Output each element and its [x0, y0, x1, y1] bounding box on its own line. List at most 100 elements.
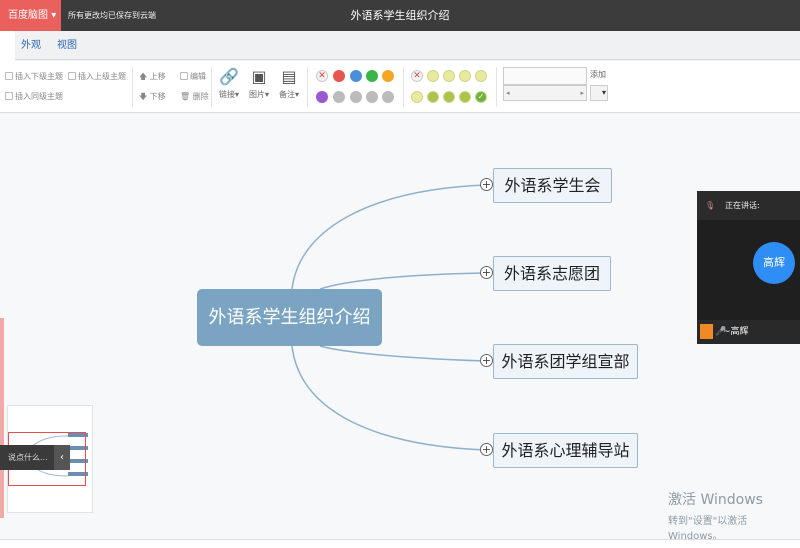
- link-line: [291, 184, 487, 290]
- minimap-node: [68, 446, 88, 450]
- topic-node[interactable]: 外语系团学组宣部: [493, 344, 638, 379]
- watermark-subtitle: 转到"设置"以激活 Windows。: [668, 516, 748, 542]
- arrow-up-icon: 🡅: [139, 72, 148, 81]
- link-line: [319, 272, 487, 290]
- progress-done-icon[interactable]: ✓: [475, 91, 487, 103]
- priority-4-icon[interactable]: [382, 70, 394, 82]
- trash-icon: 🗑: [180, 92, 191, 101]
- progress-clear-icon[interactable]: ✕: [411, 70, 423, 82]
- participant-name: ~高辉: [723, 327, 749, 337]
- progress-3-icon[interactable]: [475, 70, 487, 82]
- priority-5-icon[interactable]: [316, 91, 328, 103]
- participant-bar: 🎤 ~高辉: [697, 320, 800, 344]
- status-bar: [0, 539, 800, 548]
- divider: [403, 67, 404, 107]
- toolbar: 插入下级主题 插入上级主题 插入同级主题 🡅 上移 🡇 下移 编辑 🗑 删除 🔗…: [0, 61, 800, 113]
- progress-4-icon[interactable]: [411, 91, 423, 103]
- save-status: 所有更改均已保存到云端: [68, 11, 156, 20]
- priority-8-icon[interactable]: [366, 91, 378, 103]
- priority-3-icon[interactable]: [366, 70, 378, 82]
- progress-7-icon[interactable]: [459, 91, 471, 103]
- progress-0-icon[interactable]: [427, 70, 439, 82]
- chevron-down-icon: ▾: [601, 88, 606, 97]
- note-button[interactable]: ▤备注▾: [276, 65, 302, 100]
- tab-view[interactable]: 视图: [57, 40, 77, 51]
- divider: [496, 67, 497, 107]
- divider: [307, 67, 308, 107]
- add-style-button[interactable]: 添加: [590, 70, 606, 79]
- insert-sibling-label: 插入同级主题: [15, 92, 63, 101]
- insert-parent-icon: [68, 72, 76, 80]
- edit-label: 编辑: [190, 72, 206, 81]
- note-icon: ▤: [281, 67, 297, 86]
- mindmap-links: [291, 184, 487, 451]
- tab-appearance[interactable]: 外观: [21, 40, 41, 51]
- minimap-node: [68, 472, 88, 476]
- insert-sibling-icon: [5, 92, 13, 100]
- image-button[interactable]: ▣图片▾: [246, 65, 272, 100]
- root-node[interactable]: 外语系学生组织介绍: [197, 289, 382, 346]
- topic-node[interactable]: 外语系学生会: [493, 168, 612, 203]
- move-up-label: 上移: [149, 72, 166, 81]
- insert-child-button[interactable]: 插入下级主题: [5, 71, 63, 82]
- divider: [211, 67, 212, 107]
- delete-label: 删除: [192, 92, 209, 101]
- priority-clear-icon[interactable]: ✕: [316, 70, 328, 82]
- style-input[interactable]: [503, 67, 587, 85]
- priority-1-icon[interactable]: [333, 70, 345, 82]
- app-menu-button[interactable]: 百度脑图 ▾: [0, 0, 61, 31]
- delete-button[interactable]: 🗑 删除: [180, 91, 209, 102]
- move-down-label: 下移: [149, 92, 166, 101]
- avatar: 高辉: [753, 242, 795, 284]
- progress-2-icon[interactable]: [459, 70, 471, 82]
- edit-icon: [180, 72, 188, 80]
- insert-child-icon: [5, 72, 13, 80]
- speaking-label: 正在讲话:: [725, 201, 760, 210]
- microphone-icon: 🎙: [705, 201, 716, 210]
- progress-5-icon[interactable]: [427, 91, 439, 103]
- tab-bar: 外观 视图: [0, 31, 800, 61]
- microphone-icon: 🎤: [715, 327, 727, 337]
- insert-parent-button[interactable]: 插入上级主题: [68, 71, 126, 82]
- minimap-node: [68, 433, 88, 437]
- video-panel: 🎙 正在讲话: 高辉 🎤 ~高辉: [697, 191, 800, 344]
- move-up-button[interactable]: 🡅 上移: [139, 71, 166, 85]
- edit-button[interactable]: 编辑: [180, 71, 206, 82]
- expand-icon[interactable]: +: [480, 354, 493, 367]
- link-label: 链接: [218, 90, 235, 99]
- expand-icon[interactable]: +: [480, 443, 493, 456]
- style-dropdown[interactable]: ▾: [590, 85, 608, 101]
- chevron-down-icon: ▾: [51, 10, 57, 21]
- image-icon: ▣: [251, 67, 267, 86]
- topic-node[interactable]: 外语系心理辅导站: [493, 433, 638, 468]
- priority-9-icon[interactable]: [382, 91, 394, 103]
- insert-sibling-button[interactable]: 插入同级主题: [5, 91, 63, 102]
- insert-parent-label: 插入上级主题: [78, 72, 126, 81]
- chat-placeholder: 说点什么...: [8, 453, 48, 462]
- expand-icon[interactable]: +: [480, 178, 493, 191]
- chevron-right-icon: ▸: [580, 89, 584, 97]
- link-button[interactable]: 🔗链接▾: [216, 65, 242, 100]
- style-scroll[interactable]: ◂▸: [503, 85, 587, 101]
- tab-edit[interactable]: [0, 31, 16, 61]
- priority-6-icon[interactable]: [333, 91, 345, 103]
- image-label: 图片: [248, 90, 265, 99]
- move-down-button[interactable]: 🡇 下移: [139, 91, 166, 105]
- topic-node[interactable]: 外语系志愿团: [493, 256, 611, 291]
- watermark-title: 激活 Windows: [668, 492, 763, 508]
- priority-2-icon[interactable]: [350, 70, 362, 82]
- progress-6-icon[interactable]: [443, 91, 455, 103]
- title-bar: 百度脑图 ▾ 所有更改均已保存到云端 外语系学生组织介绍: [0, 0, 800, 31]
- priority-7-icon[interactable]: [350, 91, 362, 103]
- progress-1-icon[interactable]: [443, 70, 455, 82]
- expand-icon[interactable]: +: [480, 266, 493, 279]
- arrow-down-icon: 🡇: [139, 92, 148, 101]
- mindmap-canvas[interactable]: 外语系学生组织介绍 + 外语系学生会 + 外语系志愿团 + 外语系团学组宣部 +…: [0, 114, 800, 539]
- app-menu-label: 百度脑图: [8, 10, 48, 21]
- chevron-left-icon: ◂: [506, 89, 510, 97]
- note-label: 备注: [278, 90, 295, 99]
- collapse-chat-button[interactable]: ‹: [54, 445, 70, 470]
- side-panel-edge: [0, 318, 4, 518]
- minimap-node: [68, 459, 88, 463]
- chevron-left-icon: ‹: [60, 452, 64, 463]
